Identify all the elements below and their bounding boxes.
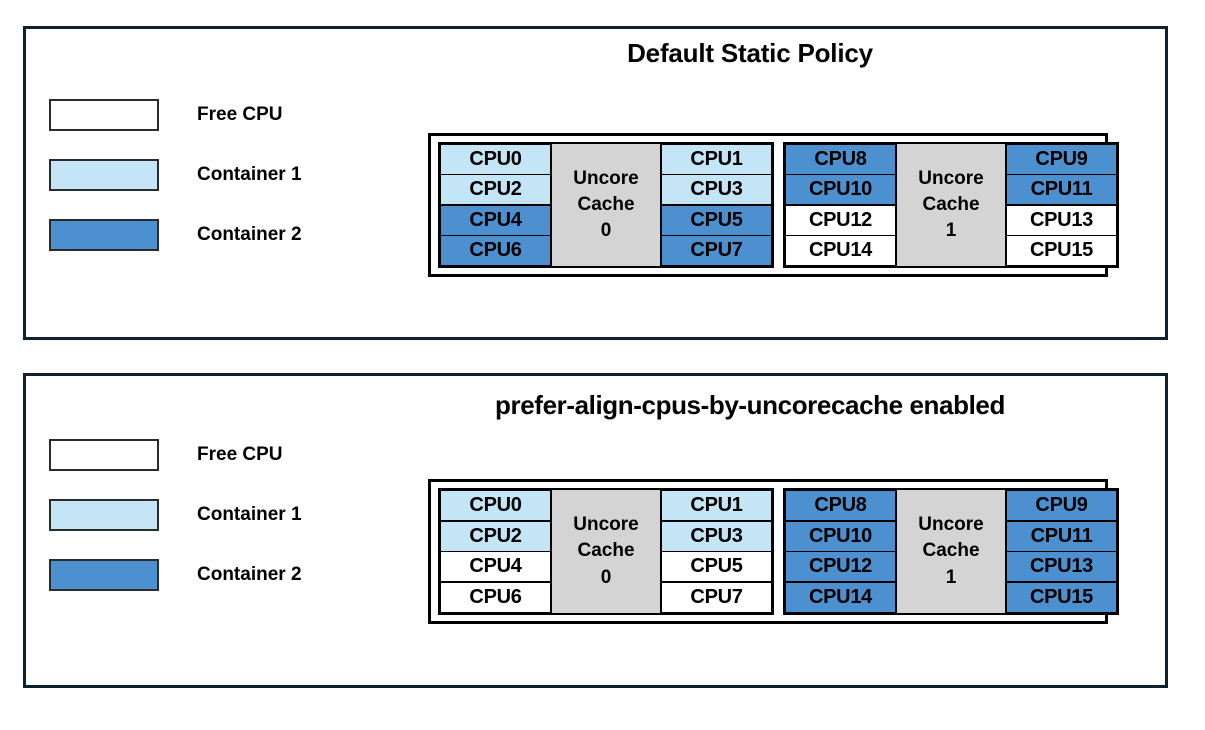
legend-label-container-2: Container 2 (197, 564, 302, 585)
cpu-topology-diagram-prefer: CPU0 CPU2 CPU4 CPU6 Uncore Cache 0 CPU1 … (428, 479, 1119, 624)
cpu-column-left-1: CPU8 CPU10 CPU12 CPU14 (785, 490, 896, 613)
cpu-cell: CPU3 (661, 520, 772, 552)
cpu-cell: CPU3 (661, 174, 772, 206)
legend-label-container-1: Container 1 (197, 504, 302, 525)
cpu-column-right-0: CPU1 CPU3 CPU5 CPU7 (661, 490, 772, 613)
legend-swatch-container-1 (49, 159, 159, 191)
cpu-cell: CPU11 (1006, 520, 1117, 552)
uncore-cache-line-1: Uncore (573, 514, 639, 536)
uncore-cache-index: 1 (945, 566, 957, 588)
cpu-column-left-0: CPU0 CPU2 CPU4 CPU6 (440, 490, 551, 613)
cpu-cell: CPU15 (1006, 234, 1117, 266)
cpu-cell: CPU2 (440, 174, 551, 206)
uncore-cache-line-2: Cache (922, 540, 980, 562)
uncore-cache-index: 0 (600, 220, 612, 242)
cpu-cell: CPU0 (440, 490, 551, 522)
legend-item-container-2: Container 2 (49, 545, 379, 605)
legend-default: Free CPU Container 1 Container 2 (49, 85, 379, 265)
cpu-cell: CPU5 (661, 551, 772, 583)
cpu-cell: CPU0 (440, 144, 551, 176)
page-title-prefer: prefer-align-cpus-by-uncorecache enabled (495, 390, 1005, 420)
cpu-cell: CPU2 (440, 520, 551, 552)
legend-swatch-container-1 (49, 499, 159, 531)
cpu-cell: CPU9 (1006, 144, 1117, 176)
cpu-cell: CPU8 (785, 490, 896, 522)
legend-item-container-1: Container 1 (49, 485, 379, 545)
cpu-cell: CPU7 (661, 581, 772, 613)
uncore-cache-line-1: Uncore (918, 514, 984, 536)
cpu-cell: CPU7 (661, 234, 772, 266)
cpu-column-right-0: CPU1 CPU3 CPU5 CPU7 (661, 144, 772, 266)
cpu-cell: CPU4 (440, 204, 551, 236)
legend-swatch-free-cpu (49, 99, 159, 131)
cpu-column-left-0: CPU0 CPU2 CPU4 CPU6 (440, 144, 551, 266)
uncore-cache-line-1: Uncore (918, 167, 984, 189)
uncore-cache-group-1: CPU8 CPU10 CPU12 CPU14 Uncore Cache 1 CP… (783, 142, 1119, 268)
cpu-cell: CPU14 (785, 581, 896, 613)
cpu-cell: CPU13 (1006, 551, 1117, 583)
cpu-cell: CPU4 (440, 551, 551, 583)
page-title-default: Default Static Policy (627, 38, 873, 68)
cpu-cell: CPU1 (661, 490, 772, 522)
uncore-cache-line-2: Cache (577, 193, 635, 215)
legend-swatch-container-2 (49, 219, 159, 251)
legend-label-free-cpu: Free CPU (197, 444, 283, 465)
cpu-cell: CPU13 (1006, 204, 1117, 236)
uncore-cache-label-1: Uncore Cache 1 (896, 144, 1006, 266)
cpu-cell: CPU9 (1006, 490, 1117, 522)
cpu-column-right-1: CPU9 CPU11 CPU13 CPU15 (1006, 490, 1117, 613)
legend-item-free-cpu: Free CPU (49, 85, 379, 145)
legend-swatch-container-2 (49, 559, 159, 591)
cpu-column-right-1: CPU9 CPU11 CPU13 CPU15 (1006, 144, 1117, 266)
cpu-column-left-1: CPU8 CPU10 CPU12 CPU14 (785, 144, 896, 266)
cpu-topology-diagram-default: CPU0 CPU2 CPU4 CPU6 Uncore Cache 0 CPU1 … (428, 133, 1119, 277)
cpu-cell: CPU12 (785, 551, 896, 583)
legend-label-container-2: Container 2 (197, 224, 302, 245)
cpu-cell: CPU6 (440, 234, 551, 266)
cpu-cell: CPU10 (785, 174, 896, 206)
uncore-cache-group-0: CPU0 CPU2 CPU4 CPU6 Uncore Cache 0 CPU1 … (438, 142, 774, 268)
legend-item-container-1: Container 1 (49, 145, 379, 205)
cpu-cell: CPU6 (440, 581, 551, 613)
legend-item-container-2: Container 2 (49, 205, 379, 265)
legend-prefer: Free CPU Container 1 Container 2 (49, 425, 379, 605)
uncore-cache-index: 0 (600, 566, 612, 588)
cpu-cell: CPU1 (661, 144, 772, 176)
legend-label-free-cpu: Free CPU (197, 104, 283, 125)
legend-label-container-1: Container 1 (197, 164, 302, 185)
uncore-cache-label-0: Uncore Cache 0 (551, 490, 661, 613)
uncore-cache-label-1: Uncore Cache 1 (896, 490, 1006, 613)
cpu-cell: CPU5 (661, 204, 772, 236)
legend-swatch-free-cpu (49, 439, 159, 471)
uncore-cache-line-1: Uncore (573, 167, 639, 189)
uncore-cache-group-1: CPU8 CPU10 CPU12 CPU14 Uncore Cache 1 CP… (783, 488, 1119, 615)
cpu-cell: CPU11 (1006, 174, 1117, 206)
uncore-cache-label-0: Uncore Cache 0 (551, 144, 661, 266)
cpu-cell: CPU10 (785, 520, 896, 552)
cpu-cell: CPU14 (785, 234, 896, 266)
uncore-cache-line-2: Cache (577, 540, 635, 562)
uncore-cache-line-2: Cache (922, 193, 980, 215)
uncore-cache-index: 1 (945, 220, 957, 242)
cpu-cell: CPU8 (785, 144, 896, 176)
cpu-cell: CPU15 (1006, 581, 1117, 613)
uncore-cache-group-0: CPU0 CPU2 CPU4 CPU6 Uncore Cache 0 CPU1 … (438, 488, 774, 615)
legend-item-free-cpu: Free CPU (49, 425, 379, 485)
cpu-cell: CPU12 (785, 204, 896, 236)
